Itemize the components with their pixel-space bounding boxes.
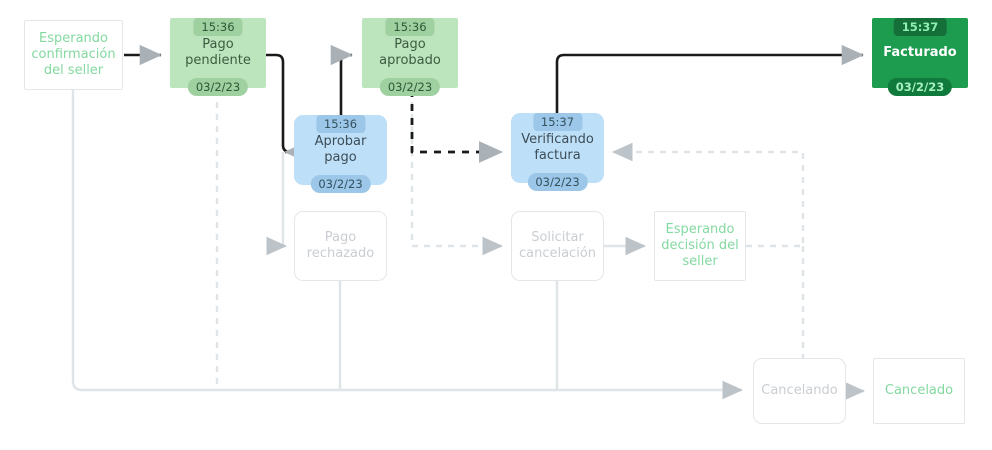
edge-esperando-to-cancelando: [71, 90, 743, 400]
node-label: Pago pendiente: [185, 37, 251, 68]
node-verificando-factura[interactable]: 15:37 Verificando factura 03/2/23: [511, 113, 604, 191]
node-date-badge: 03/2/23: [887, 78, 953, 96]
node-date-badge: 03/2/23: [379, 78, 441, 96]
node-label: Pago rechazado: [306, 230, 375, 261]
node-date-badge: 03/2/23: [187, 78, 249, 96]
node-aprobar-pago[interactable]: 15:36 Aprobar pago 03/2/23: [294, 115, 387, 193]
edge-aprobar-pago-to-pago-rechazado: [266, 152, 287, 256]
node-time-badge: 15:36: [385, 18, 435, 36]
node-time-badge: 15:36: [315, 115, 366, 133]
node-cancelando[interactable]: Cancelando: [753, 358, 846, 424]
node-esperando-decision-seller[interactable]: Esperando decisión del seller: [654, 211, 746, 281]
node-label: Aprobar pago: [314, 134, 367, 165]
node-date-badge: 03/2/23: [527, 173, 588, 191]
node-label: Solicitar cancelación: [518, 230, 597, 261]
edge-pago-pendiente-to-aprobar-pago: [266, 53, 307, 163]
node-time-badge: 15:37: [532, 113, 583, 131]
node-label: Pago aprobado: [379, 37, 441, 68]
node-label: Facturado: [883, 45, 957, 61]
edge-verificando-to-facturado: [555, 44, 865, 113]
edge-aprobar-pago-to-pago-aprobado: [330, 44, 354, 115]
node-label: Verificando factura: [521, 132, 594, 163]
node-esperando-confirmacion-seller[interactable]: Esperando confirmación del seller: [24, 20, 123, 90]
node-label: Esperando decisión del seller: [661, 222, 739, 269]
node-facturado[interactable]: 15:37 Facturado 03/2/23: [872, 18, 968, 96]
edge-pago-aprobado-to-verificando: [410, 90, 504, 163]
node-pago-aprobado[interactable]: 15:36 Pago aprobado 03/2/23: [362, 18, 458, 96]
node-solicitar-cancelacion[interactable]: Solicitar cancelación: [511, 211, 604, 281]
node-time-badge: 15:37: [893, 18, 947, 36]
edge-esperando-decision-to-verificando: [612, 142, 805, 248]
node-label: Esperando confirmación del seller: [31, 31, 116, 78]
node-date-badge: 03/2/23: [310, 175, 371, 193]
node-pago-rechazado[interactable]: Pago rechazado: [294, 211, 387, 281]
edge-pago-aprobado-to-solicitar-cancelacion: [410, 90, 503, 256]
node-time-badge: 15:36: [193, 18, 243, 36]
node-label: Cancelando: [761, 383, 838, 399]
node-label: Cancelado: [884, 383, 954, 399]
node-cancelado[interactable]: Cancelado: [873, 358, 965, 424]
node-pago-pendiente[interactable]: 15:36 Pago pendiente 03/2/23: [170, 18, 266, 96]
